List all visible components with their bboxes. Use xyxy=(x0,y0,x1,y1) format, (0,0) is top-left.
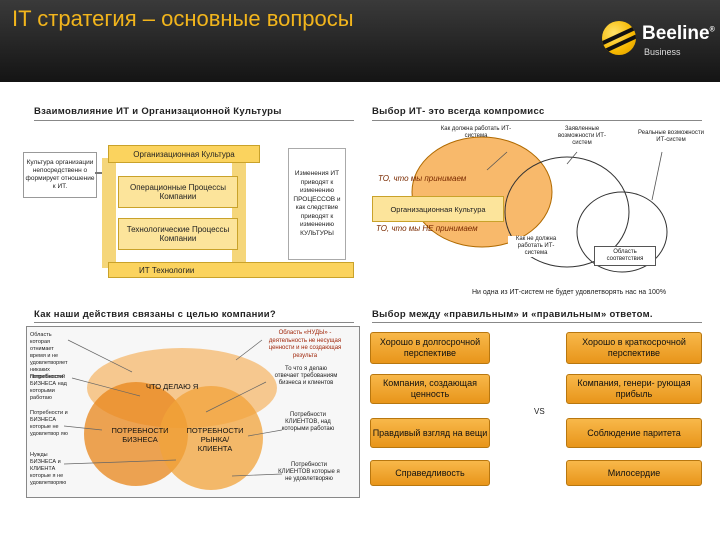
q4-right-3: Соблюдение паритета xyxy=(566,418,702,448)
q3-business-needs: ПОТРЕБНОСТИ БИЗНЕСА xyxy=(111,426,169,444)
q3-what-i-do: ЧТО ДЕЛАЮ Я xyxy=(146,382,199,391)
q2-accept: ТО, что мы принимаем xyxy=(378,174,467,183)
q3-lower-right: Потребности КЛИЕНТОВ, над которыми работ… xyxy=(281,412,335,432)
q1-arrow-right xyxy=(232,158,246,268)
beeline-logo: Beeline® Business xyxy=(602,15,715,67)
logo-sub: Business xyxy=(644,47,681,57)
q1-right-note: Изменения ИТ приводят к изменению ПРОЦЕС… xyxy=(288,148,346,260)
q3-divider xyxy=(34,322,354,323)
q1-left-note: Культура организации непосредственн о фо… xyxy=(23,152,97,198)
q3-bottom-right: Потребности КЛИЕНТОВ которые я не удовле… xyxy=(278,462,340,482)
q1-processes: Операционные Процессы Компании xyxy=(118,176,238,208)
q3-mid-right: То что я делаю отвечает требованиям бизн… xyxy=(274,366,338,386)
q1-title: Взаимовлияние ИТ и Организационной Культ… xyxy=(34,106,282,117)
q4-left-1: Хорошо в долгосрочной перспективе xyxy=(370,332,490,364)
q4-vs: VS xyxy=(534,407,545,416)
q2-title: Выбор ИТ- это всегда компромисс xyxy=(372,106,545,117)
q1-tech-processes: Технологические Процессы Компании xyxy=(118,218,238,250)
q2-divider xyxy=(372,120,702,121)
page-title: IT стратегия – основные вопросы xyxy=(12,6,354,31)
q1-it-tech: ИТ Технологии xyxy=(108,262,354,278)
q2-footnote: Ни одна из ИТ-систем не будет удовлетвор… xyxy=(472,289,667,296)
q2-circle-declared xyxy=(504,156,630,268)
q2-org-culture: Организационная Культура xyxy=(372,196,504,222)
q2-label-should: Как должна работать ИТ-система xyxy=(440,126,512,139)
q1-arrow-left xyxy=(102,158,116,268)
q3-circle-business xyxy=(84,382,188,486)
q2-circle-real xyxy=(576,191,668,273)
q2-label-environment: Область соответствия xyxy=(594,246,656,266)
q2-label-real: Реальные возможности ИТ-систем xyxy=(638,130,704,143)
beeline-logo-icon xyxy=(602,21,636,55)
q3-left-item-3: Потребности и БИЗНЕСА которые не удовлет… xyxy=(30,410,68,437)
q3-left-item-2: Потребности БИЗНЕСА над которыми работаю xyxy=(30,374,67,401)
q2-not-accept: ТО, что мы НЕ принимаем xyxy=(376,224,478,233)
q4-divider xyxy=(372,322,702,323)
q4-title: Выбор между «правильным» и «правильным» … xyxy=(372,309,653,320)
q4-right-4: Милосердие xyxy=(566,460,702,486)
logo-name: Beeline® xyxy=(642,23,715,44)
q2-label-declared: Заявленные возможности ИТ-систем xyxy=(558,126,606,146)
q3-market-needs: ПОТРЕБНОСТИ РЫНКА/КЛИЕНТА xyxy=(186,426,244,453)
q4-left-2: Компания, создающая ценность xyxy=(370,374,490,404)
q1-divider xyxy=(34,120,354,121)
q4-right-2: Компания, генери- рующая прибыль xyxy=(566,374,702,404)
header-bar xyxy=(0,0,720,82)
q3-top-right: Область «НУДЫ» - деятельность не несущая… xyxy=(268,330,342,359)
q3-circle-market xyxy=(159,386,263,490)
q3-title: Как наши действия связаны с целью компан… xyxy=(34,309,277,320)
q4-right-1: Хорошо в краткосрочной перспективе xyxy=(566,332,702,364)
q3-left-item-1: Область которая отнимает время и не удов… xyxy=(30,332,68,380)
q4-left-3: Правдивый взгляд на вещи xyxy=(370,418,490,448)
q2-label-how-should: Как не должна работать ИТ-система xyxy=(508,236,564,257)
q3-venn xyxy=(63,339,283,490)
q1-org-culture: Организационная Культура xyxy=(108,145,260,163)
q4-left-4: Справедливость xyxy=(370,460,490,486)
q3-left-item-4: Нужды БИЗНЕСА и КЛИЕНТА которые я не удо… xyxy=(30,452,67,486)
